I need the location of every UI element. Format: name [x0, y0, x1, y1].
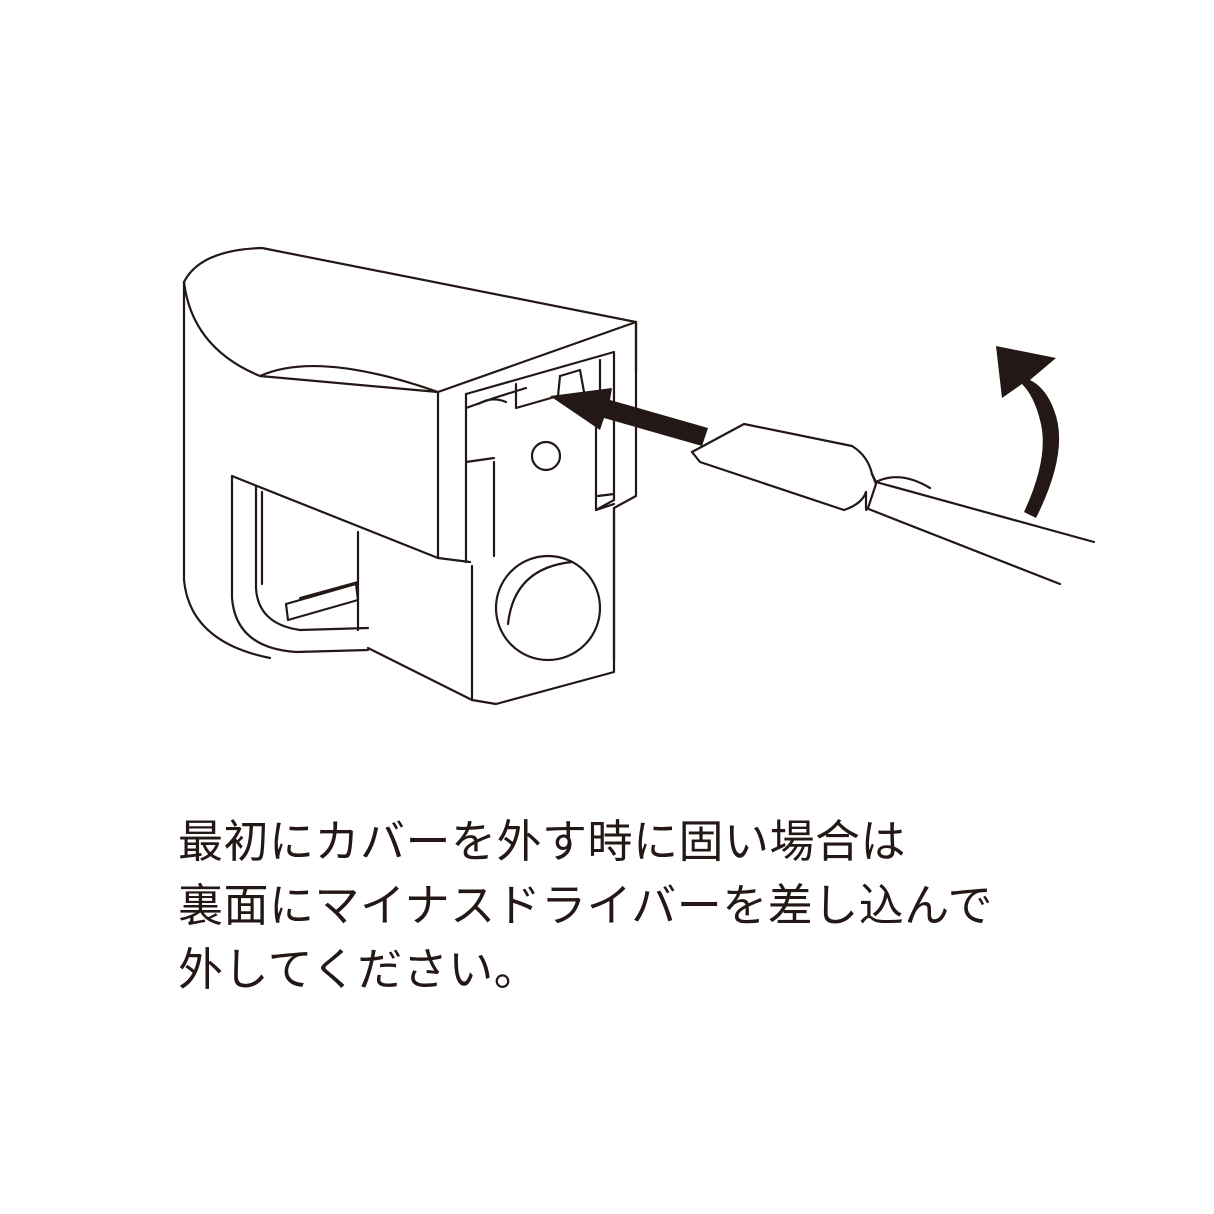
instruction-line-1: 最初にカバーを外す時に固い場合は: [178, 815, 907, 868]
instruction-line-3: 外してください。: [178, 943, 540, 996]
instruction-text: 最初にカバーを外す時に固い場合は 裏面にマイナスドライバーを差し込んで 外してく…: [178, 810, 1078, 1002]
insert-arrow-icon: [550, 388, 708, 446]
end-cap-part: [182, 246, 638, 706]
removal-diagram: [182, 246, 1096, 706]
lift-arrow-icon: [996, 346, 1060, 518]
instruction-line-2: 裏面にマイナスドライバーを差し込んで: [178, 879, 993, 932]
screwdriver-icon: [690, 422, 1096, 586]
